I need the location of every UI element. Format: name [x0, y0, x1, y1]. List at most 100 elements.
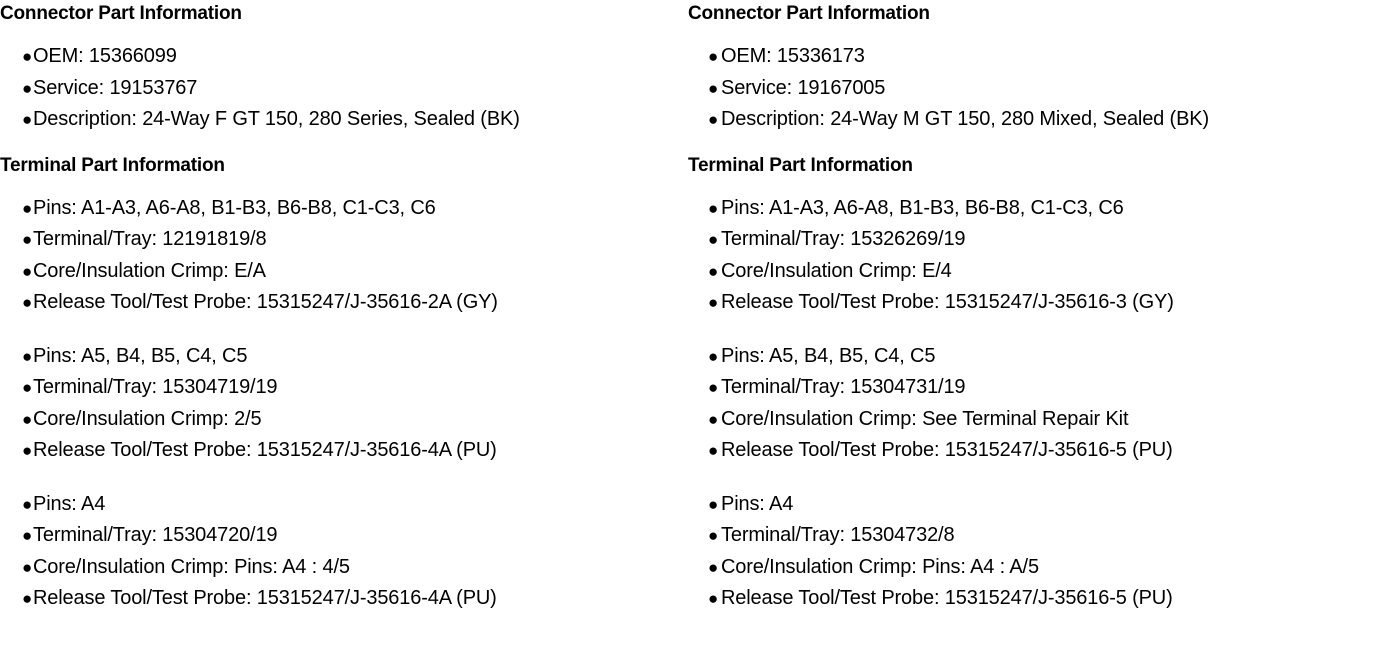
connector-description-value: Description: 24-Way F GT 150, 280 Series… [33, 108, 520, 130]
bullet-icon: ● [708, 494, 719, 514]
bullet-icon: ● [22, 261, 33, 281]
list-item: ● Description: 24-Way F GT 150, 280 Seri… [0, 104, 688, 136]
connector-part-information-heading: Connector Part Information [0, 3, 242, 24]
bullet-icon: ● [708, 441, 719, 460]
list-item: ● Service: 19167005 [688, 73, 1376, 105]
terminal-pins-value: Pins: A1-A3, A6-A8, B1-B3, B6-B8, C1-C3,… [721, 196, 1124, 219]
terminal-release-tool-value: Release Tool/Test Probe: 15315247/J-3561… [721, 291, 1174, 313]
bullet-icon: ● [708, 378, 719, 397]
connector-description-value: Description: 24-Way M GT 150, 280 Mixed,… [721, 108, 1209, 130]
terminal-tray-value: Terminal/Tray: 12191819/8 [33, 228, 267, 250]
terminal-part-information-heading: Terminal Part Information [688, 154, 913, 176]
bullet-icon: ● [708, 293, 719, 312]
list-item: ● Service: 19153767 [0, 73, 688, 105]
list-item: ● Pins: A4 [688, 489, 1376, 521]
bullet-icon: ● [22, 78, 33, 98]
bullet-icon: ● [22, 409, 33, 429]
terminal-tray-value: Terminal/Tray: 15326269/19 [721, 228, 966, 250]
bullet-icon: ● [708, 47, 719, 66]
terminal-crimp-value: Core/Insulation Crimp: E/A [33, 259, 266, 282]
connector-part-information-heading: Connector Part Information [688, 3, 930, 24]
bullet-icon: ● [708, 261, 719, 281]
bullet-icon: ● [708, 589, 719, 608]
terminal-release-tool-value: Release Tool/Test Probe: 15315247/J-3561… [721, 439, 1173, 461]
list-item: ● Core/Insulation Crimp: Pins: A4 : A/5 [688, 552, 1376, 584]
list-item: ● Terminal/Tray: 15304731/19 [688, 372, 1376, 404]
terminal-release-tool-value: Release Tool/Test Probe: 15315247/J-3561… [33, 587, 497, 609]
terminal-pins-value: Pins: A5, B4, B5, C4, C5 [33, 344, 248, 367]
terminal-release-tool-value: Release Tool/Test Probe: 15315247/J-3561… [721, 587, 1173, 609]
terminal-group-1: ● Pins: A1-A3, A6-A8, B1-B3, B6-B8, C1-C… [688, 177, 1376, 319]
bullet-icon: ● [22, 198, 33, 218]
list-item: ● Pins: A5, B4, B5, C4, C5 [0, 341, 688, 373]
list-item: ● Description: 24-Way M GT 150, 280 Mixe… [688, 104, 1376, 136]
list-item: ● Core/Insulation Crimp: E/A [0, 256, 688, 288]
connector-oem-value: OEM: 15336173 [721, 45, 865, 67]
terminal-crimp-value: Core/Insulation Crimp: See Terminal Repa… [721, 407, 1129, 430]
list-item: ● Terminal/Tray: 15304720/19 [0, 520, 688, 552]
bullet-icon: ● [22, 110, 33, 129]
bullet-icon: ● [22, 589, 33, 608]
terminal-group-2: ● Pins: A5, B4, B5, C4, C5 ● Terminal/Tr… [688, 319, 1376, 467]
terminal-group-2: ● Pins: A5, B4, B5, C4, C5 ● Terminal/Tr… [0, 319, 688, 467]
connector-part-list: ● OEM: 15366099 ● Service: 19153767 ● De… [0, 25, 688, 136]
bullet-icon: ● [22, 494, 33, 514]
list-item: ● Core/Insulation Crimp: Pins: A4 : 4/5 [0, 552, 688, 584]
bullet-icon: ● [22, 441, 33, 460]
list-item: ● Release Tool/Test Probe: 15315247/J-35… [688, 435, 1376, 467]
list-item: ● Pins: A5, B4, B5, C4, C5 [688, 341, 1376, 373]
terminal-tray-value: Terminal/Tray: 15304719/19 [33, 376, 278, 398]
list-item: ● Pins: A4 [0, 489, 688, 521]
list-item: ● Core/Insulation Crimp: See Terminal Re… [688, 404, 1376, 436]
bullet-icon: ● [708, 409, 719, 429]
bullet-icon: ● [22, 293, 33, 312]
bullet-icon: ● [22, 557, 33, 577]
bullet-icon: ● [22, 526, 33, 545]
terminal-part-information-heading: Terminal Part Information [0, 154, 225, 176]
list-item: ● Terminal/Tray: 15326269/19 [688, 224, 1376, 256]
bullet-icon: ● [708, 557, 719, 577]
terminal-crimp-value: Core/Insulation Crimp: Pins: A4 : A/5 [721, 555, 1039, 578]
connector-oem-value: OEM: 15366099 [33, 45, 177, 67]
list-item: ● OEM: 15336173 [688, 41, 1376, 73]
list-item: ● Release Tool/Test Probe: 15315247/J-35… [0, 583, 688, 615]
bullet-icon: ● [708, 346, 719, 366]
terminal-tray-value: Terminal/Tray: 15304731/19 [721, 376, 966, 398]
terminal-pins-value: Pins: A1-A3, A6-A8, B1-B3, B6-B8, C1-C3,… [33, 196, 436, 219]
list-item: ● Pins: A1-A3, A6-A8, B1-B3, B6-B8, C1-C… [688, 193, 1376, 225]
terminal-pins-value: Pins: A4 [721, 492, 794, 515]
terminal-tray-value: Terminal/Tray: 15304732/8 [721, 524, 955, 546]
list-item: ● Terminal/Tray: 12191819/8 [0, 224, 688, 256]
list-item: ● Release Tool/Test Probe: 15315247/J-35… [688, 287, 1376, 319]
list-item: ● Release Tool/Test Probe: 15315247/J-35… [0, 287, 688, 319]
bullet-icon: ● [708, 78, 719, 98]
connector-column-left: Connector Part Information ● OEM: 153660… [0, 0, 688, 615]
bullet-icon: ● [22, 378, 33, 397]
bullet-icon: ● [708, 230, 719, 249]
bullet-icon: ● [22, 346, 33, 366]
list-item: ● Terminal/Tray: 15304719/19 [0, 372, 688, 404]
list-item: ● OEM: 15366099 [0, 41, 688, 73]
connector-service-value: Service: 19153767 [33, 76, 198, 99]
list-item: ● Pins: A1-A3, A6-A8, B1-B3, B6-B8, C1-C… [0, 193, 688, 225]
bullet-icon: ● [22, 47, 33, 66]
list-item: ● Release Tool/Test Probe: 15315247/J-35… [688, 583, 1376, 615]
bullet-icon: ● [708, 198, 719, 218]
list-item: ● Terminal/Tray: 15304732/8 [688, 520, 1376, 552]
terminal-group-3: ● Pins: A4 ● Terminal/Tray: 15304732/8 ●… [688, 467, 1376, 615]
connector-column-right: Connector Part Information ● OEM: 153361… [688, 0, 1376, 615]
terminal-release-tool-value: Release Tool/Test Probe: 15315247/J-3561… [33, 291, 498, 313]
bullet-icon: ● [708, 110, 719, 129]
list-item: ● Core/Insulation Crimp: 2/5 [0, 404, 688, 436]
terminal-crimp-value: Core/Insulation Crimp: E/4 [721, 259, 952, 282]
connector-part-list: ● OEM: 15336173 ● Service: 19167005 ● De… [688, 25, 1376, 136]
two-column-layout: Connector Part Information ● OEM: 153660… [0, 0, 1376, 615]
terminal-pins-value: Pins: A4 [33, 492, 106, 515]
list-item: ● Release Tool/Test Probe: 15315247/J-35… [0, 435, 688, 467]
terminal-group-1: ● Pins: A1-A3, A6-A8, B1-B3, B6-B8, C1-C… [0, 177, 688, 319]
terminal-crimp-value: Core/Insulation Crimp: 2/5 [33, 407, 262, 430]
terminal-tray-value: Terminal/Tray: 15304720/19 [33, 524, 278, 546]
terminal-group-3: ● Pins: A4 ● Terminal/Tray: 15304720/19 … [0, 467, 688, 615]
bullet-icon: ● [708, 526, 719, 545]
